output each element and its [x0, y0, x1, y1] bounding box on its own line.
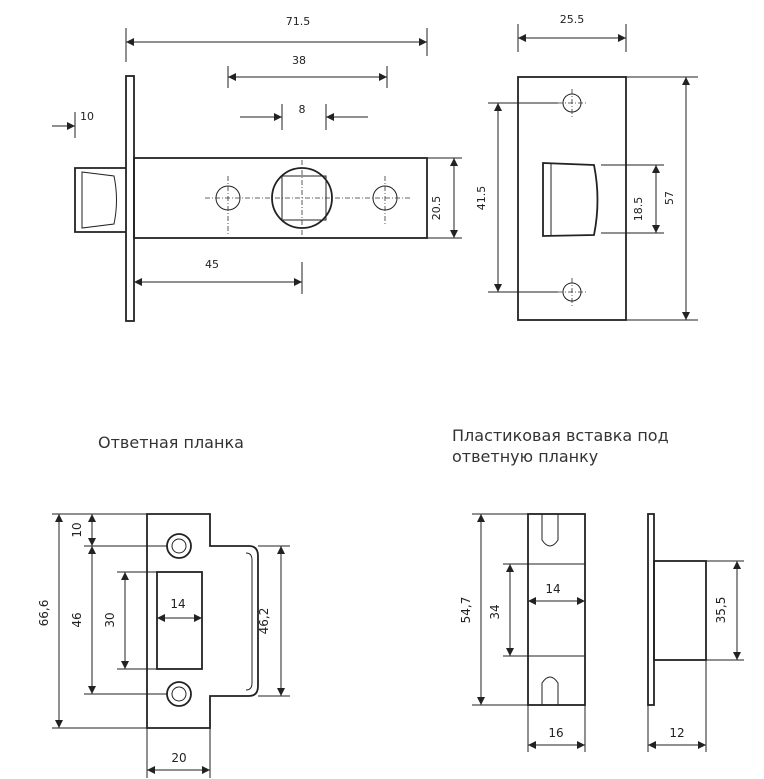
plastic-insert-side: [647, 513, 707, 706]
dim-insert-width: 16: [548, 726, 563, 740]
latch-dimensions: 71.5 38 8 10 45 20.5: [52, 15, 462, 294]
strike-screw-hole-top: [166, 533, 192, 559]
dim-strike-opening-width: 14: [170, 597, 185, 611]
insert-side-body: [653, 560, 707, 661]
dim-insert-depth: 12: [669, 726, 684, 740]
dim-spindle-square: 8: [299, 103, 306, 116]
latch-bolt: [74, 167, 126, 233]
dim-insert-body-height: 35,5: [714, 597, 728, 624]
dim-faceplate-hole-spacing: 41.5: [475, 186, 488, 211]
latch-faceplate-front: [517, 76, 627, 321]
faceplate-outline: [517, 76, 627, 321]
strike-plate-caption: Ответная планка: [98, 433, 244, 452]
dim-insert-opening-width: 14: [545, 582, 560, 596]
dim-overall-length: 71.5: [286, 15, 311, 28]
dim-opening-height: 18.5: [632, 197, 645, 222]
dim-strike-plate-width: 20: [171, 751, 186, 765]
dim-strike-top-offset: 10: [70, 522, 84, 537]
strike-plate-outline: [146, 513, 259, 729]
plastic-insert-front: [527, 513, 586, 706]
dim-plate-height: 57: [663, 191, 676, 205]
strike-plate-dimensions: 66,6 10 46 30 14 46,2 20: [37, 513, 290, 778]
latch-faceplate: [125, 75, 135, 322]
strike-screw-hole-bottom-inner: [171, 686, 187, 702]
plastic-insert-caption-line1: Пластиковая вставка под: [452, 426, 669, 445]
plastic-insert-dimensions: 54,7 34 14 16 12 35,5: [459, 513, 744, 752]
strike-screw-hole-top-inner: [171, 538, 187, 554]
strike-screw-hole-bottom: [166, 681, 192, 707]
dim-faceplate-width: 25.5: [560, 13, 585, 26]
dim-insert-total-height: 54,7: [459, 597, 473, 624]
strike-plate-opening: [156, 571, 203, 670]
insert-side-flange: [647, 513, 655, 706]
dim-strike-lip-height: 46,2: [257, 608, 271, 635]
dim-strike-total-height: 66,6: [37, 600, 51, 627]
insert-opening: [527, 563, 586, 657]
strike-plate-lip: [245, 552, 253, 691]
dim-faceplate-thickness: 10: [80, 110, 94, 123]
latch-side-view: [74, 75, 428, 322]
dim-strike-opening-height: 30: [103, 612, 117, 627]
dim-insert-opening-height: 34: [488, 604, 502, 619]
faceplate-bolt-opening: [542, 162, 599, 237]
dim-backset-span: 38: [292, 54, 306, 67]
latch-body: [133, 157, 428, 239]
insert-slot-bottom: [541, 676, 559, 705]
dim-backset: 45: [205, 258, 219, 271]
plastic-insert-caption-line2: ответную планку: [452, 447, 598, 466]
insert-slot-top: [541, 514, 559, 547]
dim-strike-hole-spacing: 46: [70, 612, 84, 627]
faceplate-dimensions: 25.5 41.5 18.5 57: [475, 13, 698, 321]
latch-bolt-bevel: [81, 171, 117, 229]
dim-body-height: 20.5: [430, 196, 443, 221]
